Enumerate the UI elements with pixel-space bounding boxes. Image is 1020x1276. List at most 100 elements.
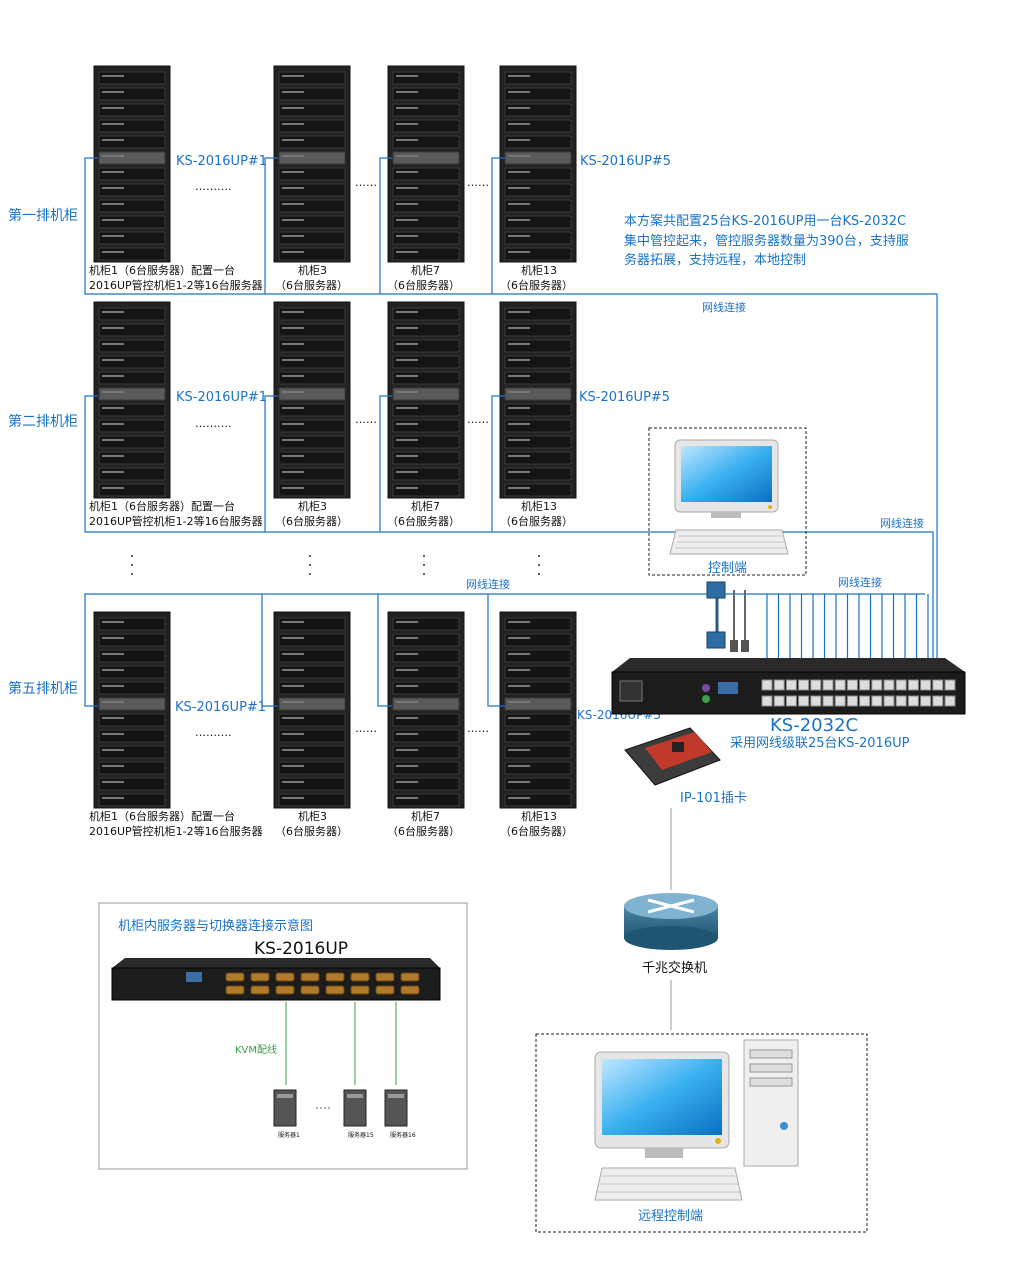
rj45-port (761, 695, 773, 707)
row-label-1: 第一排机柜 (8, 207, 78, 224)
server-16-label: 服务器16 (390, 1131, 416, 1139)
remote-monitor-icon (594, 1051, 730, 1158)
rj45-port (932, 695, 944, 707)
rj45-port (798, 679, 810, 691)
rj45-port (810, 679, 822, 691)
rj45-port (883, 695, 895, 707)
cab3-label-a-r2: 机柜3 (298, 809, 327, 823)
cabinet-labels: 机柜1（6台服务器）配置一台2016UP管控机柜1-2等16台服务器机柜3（6台… (89, 263, 573, 838)
control-station: 控制端 (648, 427, 807, 576)
rack-r3-c2 (273, 611, 351, 809)
inset-diagram: 机柜内服务器与切换器连接示意图 KS-2016UP KVM配线 服务器1 服务器… (98, 902, 468, 1170)
cab1-label-a-r1: 机柜1（6台服务器）配置一台 (89, 499, 235, 513)
rj45-port (944, 679, 956, 691)
remote-station-label: 远程控制端 (638, 1209, 703, 1224)
rj45-port (871, 695, 883, 707)
ks-2016up-device (111, 958, 441, 1001)
switch-label-r1-last: KS-2016UP#5 (580, 154, 671, 169)
cab7-label-a-r0: 机柜7 (411, 263, 440, 277)
ellipsis-r1-b: …… (355, 176, 377, 189)
server-racks (93, 65, 577, 809)
cab13-label-a-r2: 机柜13 (521, 809, 557, 823)
rj45-port (773, 679, 785, 691)
rj45-port (785, 695, 797, 707)
inset-device-name: KS-2016UP (254, 939, 348, 959)
kvm-cable-label: KVM配线 (235, 1043, 277, 1056)
rack-r3-c1 (93, 611, 171, 809)
switch-label-r1-first: KS-2016UP#1 (176, 154, 267, 169)
note-line-3: 务器拓展，支持远程，本地控制 (624, 252, 806, 268)
vertical-ellipsis (131, 555, 540, 575)
cab3-label-b-r2: （6台服务器） (275, 824, 348, 838)
ks-2032c-switch (611, 658, 966, 715)
keyboard-icon (669, 529, 789, 555)
rj45-port (920, 695, 932, 707)
pc-tower-icon (743, 1039, 799, 1167)
db15-port (225, 972, 245, 982)
network-link-label-2: 网线连接 (880, 516, 924, 530)
rack-r1-c1 (93, 65, 171, 263)
network-wiring (84, 157, 938, 707)
rj45-port (883, 679, 895, 691)
rj45-port (834, 679, 846, 691)
rj45-port (907, 679, 919, 691)
server-1-icon (273, 1089, 297, 1127)
cab13-label-b-r0: （6台服务器） (500, 278, 573, 292)
kvm-ports (225, 972, 420, 995)
rj45-port (773, 695, 785, 707)
monitor-icon (674, 439, 779, 518)
db15-port (275, 972, 295, 982)
ellipsis-r5: ………. (195, 726, 232, 739)
rack-r3-c3 (387, 611, 465, 809)
cab3-label-b-r1: （6台服务器） (275, 514, 348, 528)
cab7-label-b-r1: （6台服务器） (387, 514, 460, 528)
rj45-port (944, 695, 956, 707)
ip-card-label: IP-101插卡 (680, 791, 747, 806)
rj45-port (761, 679, 773, 691)
db15-port (325, 972, 345, 982)
server-15-icon (343, 1089, 367, 1127)
vga-port-icon (718, 682, 738, 694)
rack-r2-c3 (387, 301, 465, 499)
inset-title: 机柜内服务器与切换器连接示意图 (118, 918, 313, 934)
rj45-port (907, 695, 919, 707)
cab1-label-b-r0: 2016UP管控机柜1-2等16台服务器 (89, 278, 263, 292)
switch-label-r5-first: KS-2016UP#1 (175, 700, 266, 715)
server-1-label: 服务器1 (278, 1131, 300, 1139)
rj45-port (895, 679, 907, 691)
switch-label-r2-last: KS-2016UP#5 (579, 390, 670, 405)
remote-keyboard-icon (594, 1167, 743, 1201)
rj45-port (834, 695, 846, 707)
cab1-label-b-r2: 2016UP管控机柜1-2等16台服务器 (89, 824, 263, 838)
network-link-label-4: 网线连接 (838, 575, 882, 589)
rj45-port (846, 695, 858, 707)
cab13-label-a-r0: 机柜13 (521, 263, 557, 277)
ip-101-card-icon (624, 727, 721, 786)
rack-r1-c4 (499, 65, 577, 263)
power-socket-icon (619, 680, 643, 702)
cab1-label-a-r2: 机柜1（6台服务器）配置一台 (89, 809, 235, 823)
cab13-label-b-r1: （6台服务器） (500, 514, 573, 528)
ellipsis-r2-c: …… (467, 413, 489, 426)
cab7-label-b-r0: （6台服务器） (387, 278, 460, 292)
rj45-port (785, 679, 797, 691)
row-label-5: 第五排机柜 (8, 680, 78, 697)
db15-port (250, 972, 270, 982)
server-15-label: 服务器15 (348, 1131, 374, 1139)
ellipsis-r5-b: …… (355, 722, 377, 735)
db15-port (225, 985, 245, 995)
remote-station: 远程控制端 (535, 1033, 868, 1233)
rack-r2-c4 (499, 301, 577, 499)
db15-port (275, 985, 295, 995)
rj45-port (859, 695, 871, 707)
db15-port (400, 972, 420, 982)
network-link-label-1: 网线连接 (702, 300, 746, 314)
cab1-label-a-r0: 机柜1（6台服务器）配置一台 (89, 263, 235, 277)
ellipsis-r2-b: …… (355, 413, 377, 426)
cab13-label-a-r1: 机柜13 (521, 499, 557, 513)
db15-port (375, 972, 395, 982)
db15-port (325, 985, 345, 995)
rj45-port (810, 695, 822, 707)
cab7-label-b-r2: （6台服务器） (387, 824, 460, 838)
cab13-label-b-r2: （6台服务器） (500, 824, 573, 838)
